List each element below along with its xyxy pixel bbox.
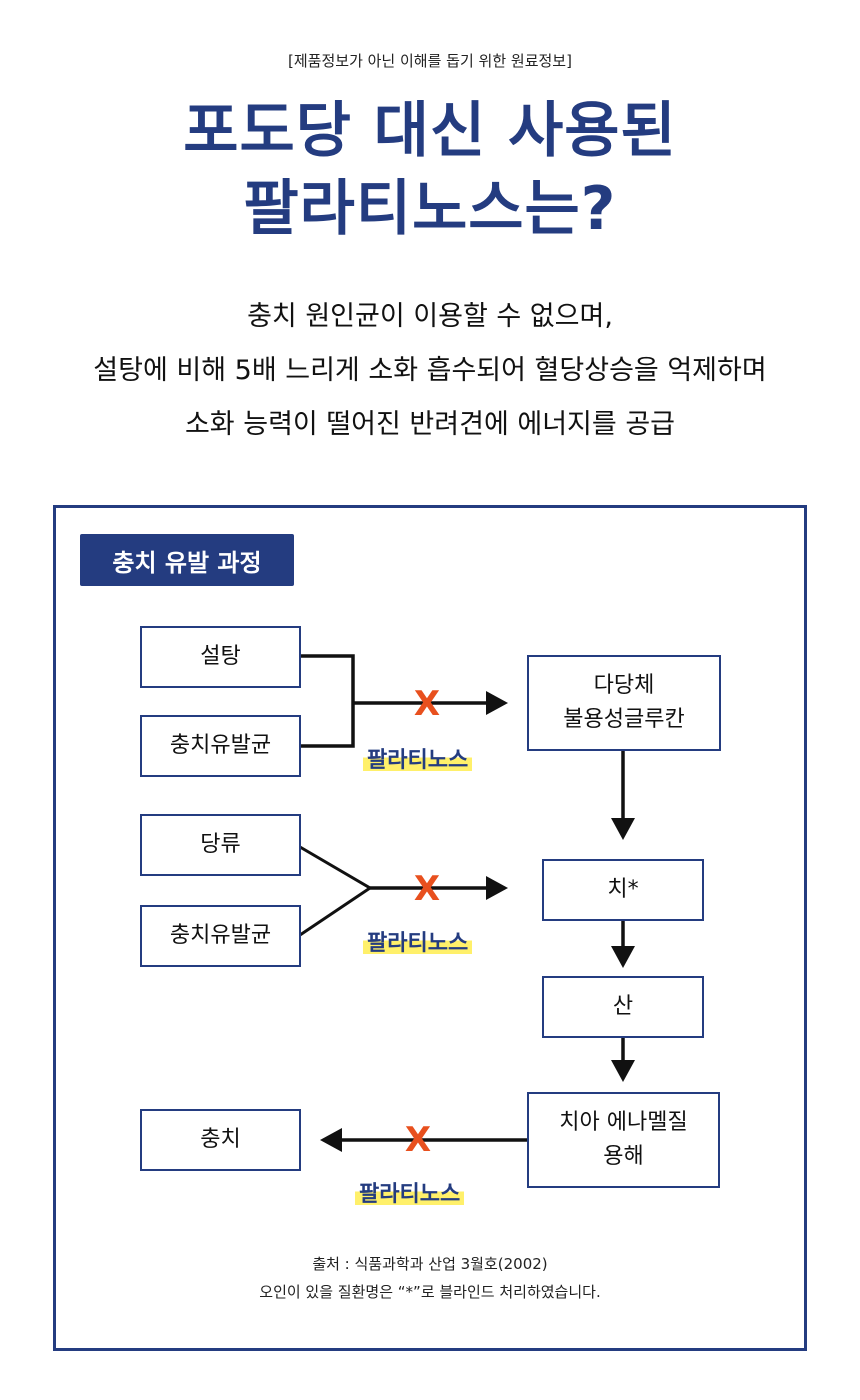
node-bacteria-2-label: 충치유발균 [169,923,272,948]
node-plaque: 치* [542,859,704,921]
source-line-1: 출처 : 식품과학과 산업 3월호(2002) [312,1255,548,1273]
arrowhead-down-2 [611,946,635,968]
arrowhead-left [320,1128,342,1152]
notice-text: [제품정보가 아닌 이해를 돕기 위한 원료정보] [288,52,572,70]
node-cavity: 충치 [140,1109,301,1171]
node-enamel: 치아 에나멜질 용해 [527,1092,720,1188]
source-line-2: 오인이 있을 질환명은 “*”로 블라인드 처리하였습니다. [259,1283,601,1301]
block-mark-2: X [413,869,441,909]
bracket-connector-1 [300,654,355,748]
node-acid-label: 산 [612,994,634,1019]
arrowhead-right-2 [486,876,508,900]
description-line-3: 소화 능력이 떨어진 반려견에 에너지를 공급 [184,409,676,440]
page-title: 포도당 대신 사용된 팔라티노스는? [0,92,860,248]
diagram-badge: 충치 유발 과정 [80,534,294,586]
title-line-2: 팔라티노스는? [243,174,617,244]
node-acid: 산 [542,976,704,1038]
description: 충치 원인균이 이용할 수 없으며, 설탕에 비해 5배 느리게 소화 흡수되어… [0,290,860,452]
title-line-1: 포도당 대신 사용된 [183,96,677,166]
node-glucan-line-2: 불용성글루칸 [563,707,685,732]
node-bacteria-1: 충치유발균 [140,715,301,777]
arrowhead-down-3 [611,1060,635,1082]
node-sugar: 설탕 [140,626,301,688]
node-glucan: 다당체 불용성글루칸 [527,655,721,751]
description-line-1: 충치 원인균이 이용할 수 없으며, [247,301,613,332]
description-line-2: 설탕에 비해 5배 느리게 소화 흡수되어 혈당상승을 억제하며 [93,355,767,386]
node-enamel-line-2: 용해 [603,1144,644,1169]
node-bacteria-1-label: 충치유발균 [169,733,272,758]
node-sugar-label: 설탕 [200,644,241,669]
node-glucan-line-1: 다당체 [593,673,655,698]
node-saccharide-label: 당류 [200,832,241,857]
node-bacteria-2: 충치유발균 [140,905,301,967]
converge-connector-2 [299,845,373,937]
block-mark-3: X [404,1120,432,1160]
node-plaque-label: 치* [607,877,639,902]
arrowhead-right-1 [486,691,508,715]
blocker-label-1: 팔라티노스 [363,749,473,773]
arrowhead-down-1 [611,818,635,840]
blocker-label-3: 팔라티노스 [355,1183,465,1207]
source-note: 출처 : 식품과학과 산업 3월호(2002) 오인이 있을 질환명은 “*”로… [0,1250,860,1306]
node-enamel-line-1: 치아 에나멜질 [559,1110,688,1135]
diagram-panel [53,505,807,1351]
blocker-label-2: 팔라티노스 [363,932,473,956]
node-cavity-label: 충치 [200,1127,241,1152]
block-mark-1: X [413,684,441,724]
node-saccharide: 당류 [140,814,301,876]
